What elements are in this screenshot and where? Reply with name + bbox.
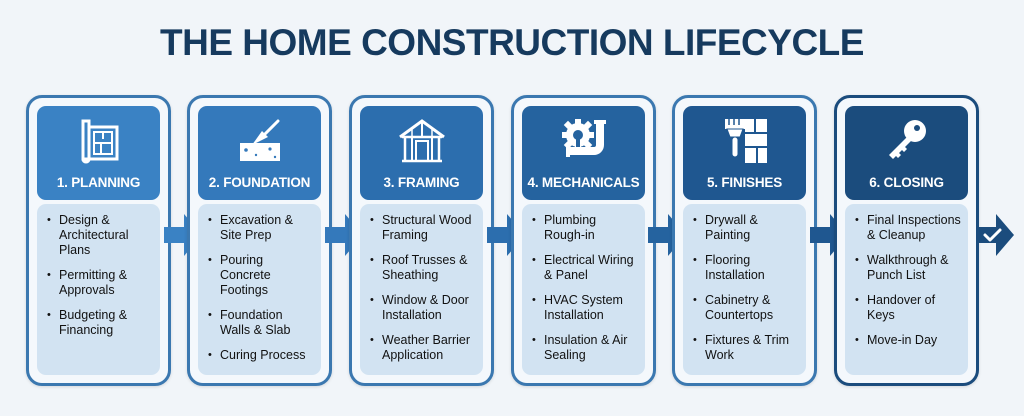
task-item: Electrical Wiring & Panel (532, 253, 639, 283)
stage-header: 5. FINISHES (683, 106, 806, 200)
task-item: Move-in Day (855, 333, 962, 348)
task-item: Handover of Keys (855, 293, 962, 323)
stage-header: 1. PLANNING (37, 106, 160, 200)
gear-wrench-pipe-icon (561, 119, 606, 157)
task-item: HVAC System Installation (532, 293, 639, 323)
task-item: Walkthrough & Punch List (855, 253, 962, 283)
house-frame-icon (398, 119, 445, 163)
task-item: Plumbing Rough-in (532, 213, 639, 243)
stage-card-mechanicals: 4. MECHANICALS Plumbing Rough-in Electri… (511, 95, 656, 386)
task-item: Foundation Walls & Slab (208, 308, 315, 338)
task-item: Drywall & Painting (693, 213, 800, 243)
stage-card-closing: 6. CLOSING Final Inspections & Cleanup W… (834, 95, 979, 386)
task-item: Pouring Concrete Footings (208, 253, 315, 298)
paintbrush-tiles-icon (724, 119, 767, 163)
key-icon (888, 120, 926, 159)
task-item: Excavation & Site Prep (208, 213, 315, 243)
stage-tasks: Design & Architectural Plans Permitting … (37, 204, 160, 375)
task-item: Final Inspections & Cleanup (855, 213, 962, 243)
stage-header: 4. MECHANICALS (522, 106, 645, 200)
task-item: Insulation & Air Sealing (532, 333, 639, 363)
stage-title: 2. FOUNDATION (208, 175, 311, 190)
stage-card-framing: 3. FRAMING Structural Wood Framing Roof … (349, 95, 494, 386)
stage-title: 6. CLOSING (869, 175, 944, 190)
stage-tasks: Excavation & Site Prep Pouring Concrete … (198, 204, 321, 375)
task-item: Design & Architectural Plans (47, 213, 154, 258)
task-item: Curing Process (208, 348, 315, 363)
checkmark-icon (978, 214, 1014, 256)
stage-card-foundation: 2. FOUNDATION Excavation & Site Prep Pou… (187, 95, 332, 386)
task-item: Permitting & Approvals (47, 268, 154, 298)
stage-tasks: Plumbing Rough-in Electrical Wiring & Pa… (522, 204, 645, 375)
stage-title: 1. PLANNING (56, 175, 141, 190)
trowel-concrete-icon (239, 119, 280, 161)
stage-header: 6. CLOSING (845, 106, 968, 200)
task-item: Window & Door Installation (370, 293, 477, 323)
task-item: Structural Wood Framing (370, 213, 477, 243)
task-item: Budgeting & Financing (47, 308, 154, 338)
task-item: Flooring Installation (693, 253, 800, 283)
stage-header: 3. FRAMING (360, 106, 483, 200)
stage-header: 2. FOUNDATION (198, 106, 321, 200)
stage-title: 5. FINISHES (706, 175, 783, 190)
task-item: Roof Trusses & Sheathing (370, 253, 477, 283)
stage-tasks: Structural Wood Framing Roof Trusses & S… (360, 204, 483, 375)
stage-card-finishes: 5. FINISHES Drywall & Painting Flooring … (672, 95, 817, 386)
task-item: Cabinetry & Countertops (693, 293, 800, 323)
blueprint-icon (81, 119, 118, 164)
stage-card-planning: 1. PLANNING Design & Architectural Plans… (26, 95, 171, 386)
stage-title: 3. FRAMING (383, 175, 460, 190)
task-item: Fixtures & Trim Work (693, 333, 800, 363)
page-title: THE HOME CONSTRUCTION LIFECYCLE (160, 22, 864, 63)
stage-tasks: Drywall & Painting Flooring Installation… (683, 204, 806, 375)
stage-title: 4. MECHANICALS (527, 175, 640, 190)
task-item: Weather Barrier Application (370, 333, 477, 363)
stage-tasks: Final Inspections & Cleanup Walkthrough … (845, 204, 968, 375)
